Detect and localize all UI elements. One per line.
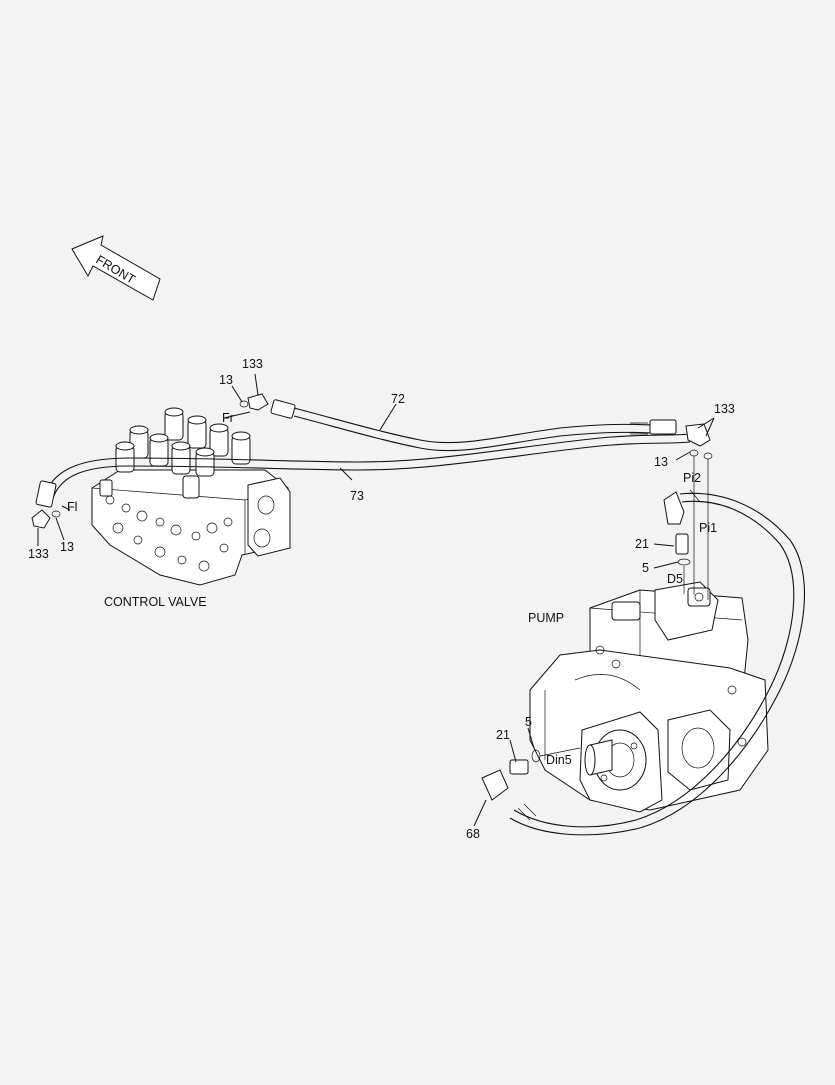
valve-ports [99, 475, 233, 572]
label-133-left: 133 [28, 547, 49, 561]
pump-body [529, 581, 769, 813]
label-5-lower: 5 [525, 715, 532, 729]
hose-72 [270, 399, 677, 452]
front-arrow: FRONT [71, 235, 161, 301]
label-13-top: 13 [219, 373, 233, 387]
valve-spool-caps [115, 407, 251, 477]
part-labels: 133 13 Fr 72 73 Fl 133 13 133 13 Pi2 Pi1… [28, 357, 735, 841]
hose-68 [509, 489, 806, 836]
label-13-left: 13 [60, 540, 74, 554]
label-fl: Fl [67, 500, 77, 514]
label-fr: Fr [222, 411, 234, 425]
control-valve-label: CONTROL VALVE [104, 595, 207, 609]
fitting-133-right [685, 423, 713, 600]
label-pi1: Pi1 [699, 521, 717, 535]
label-5-upper: 5 [642, 561, 649, 575]
hose-73 [35, 433, 691, 508]
fitting-21-lower [481, 747, 581, 801]
fitting-133-top [239, 393, 269, 411]
leader-lines [37, 373, 715, 827]
label-21-lower: 21 [496, 728, 510, 742]
label-73: 73 [350, 489, 364, 503]
label-21-upper: 21 [635, 537, 649, 551]
label-72: 72 [391, 392, 405, 406]
control-valve-body [91, 407, 291, 586]
label-pi2: Pi2 [683, 471, 701, 485]
pump-label: PUMP [528, 611, 564, 625]
label-d5: D5 [667, 572, 683, 586]
label-13-right: 13 [654, 455, 668, 469]
label-133-top: 133 [242, 357, 263, 371]
label-68: 68 [466, 827, 480, 841]
label-133-right: 133 [714, 402, 735, 416]
fitting-21-upper [663, 491, 691, 594]
label-din5: Din5 [546, 753, 572, 767]
fitting-133-left [31, 509, 61, 529]
